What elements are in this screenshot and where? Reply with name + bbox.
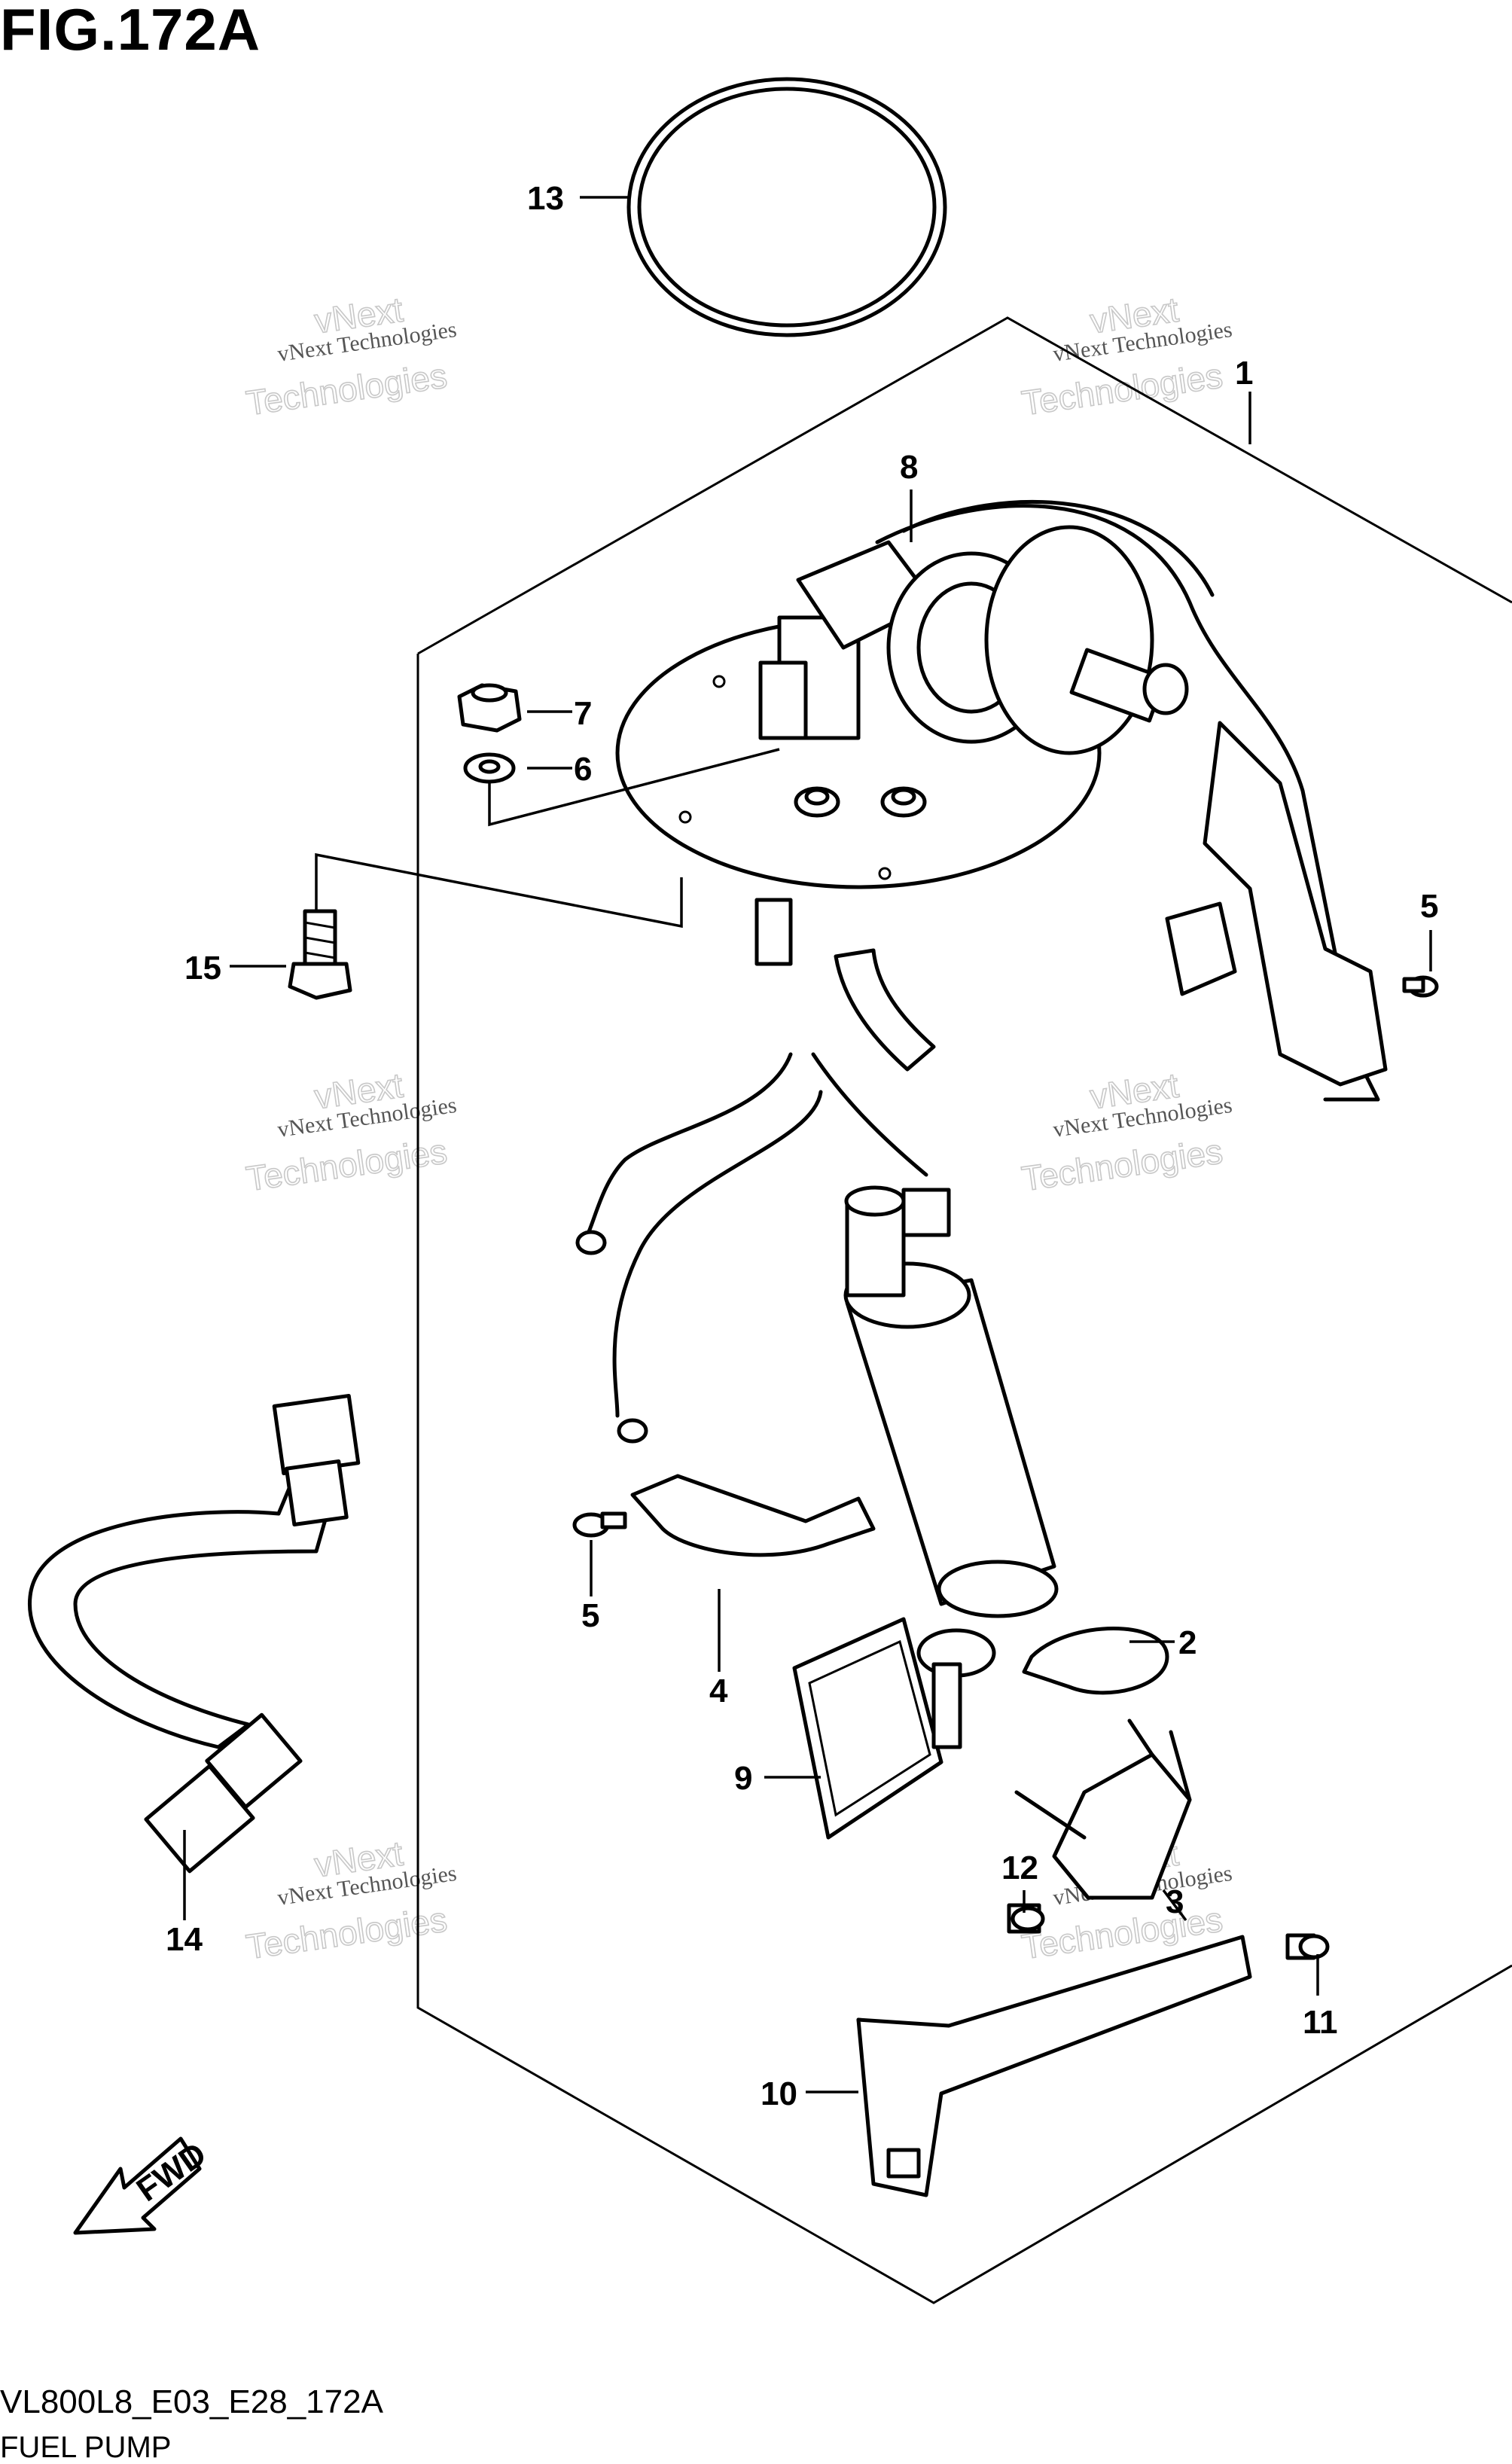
screw-right bbox=[1402, 975, 1439, 998]
callout-9: 9 bbox=[734, 1760, 752, 1797]
gasket-ring bbox=[626, 77, 947, 337]
strainer-guard bbox=[856, 1935, 1252, 2197]
figure-title: FIG.172A bbox=[0, 0, 261, 63]
assembly-frame bbox=[416, 316, 1512, 2304]
pump-flange-plate bbox=[615, 525, 1189, 1072]
callout-11: 11 bbox=[1303, 2004, 1338, 2041]
sender-bolt bbox=[1007, 1903, 1045, 1934]
watermark: vNext Technologies vNext Technologies bbox=[243, 1833, 459, 1967]
callout-labels: 13 1 8 7 6 15 5 5 4 2 9 12 3 11 14 10 bbox=[166, 180, 1438, 2112]
callout-1: 1 bbox=[1235, 355, 1253, 392]
level-sender-plate bbox=[1014, 1718, 1192, 1900]
pump-clamp bbox=[630, 1474, 876, 1557]
callout-14: 14 bbox=[166, 1921, 203, 1958]
fwd-direction-arrow: FWD bbox=[73, 2136, 213, 2235]
watermark: vNext Technologies vNext Technologies bbox=[243, 1065, 459, 1199]
callout-8: 8 bbox=[900, 449, 918, 486]
callout-13: 13 bbox=[527, 180, 564, 217]
callout-2: 2 bbox=[1178, 1624, 1196, 1661]
callout-12: 12 bbox=[1001, 1850, 1038, 1886]
figure-code: VL800L8_E03_E28_172A bbox=[0, 2383, 383, 2420]
svg-text:Technologies: Technologies bbox=[1020, 1131, 1225, 1198]
callout-10: 10 bbox=[761, 2075, 797, 2112]
callout-7: 7 bbox=[574, 695, 592, 732]
fuel-filter bbox=[792, 1617, 996, 1840]
leader-bolt bbox=[315, 852, 683, 929]
svg-text:Technologies: Technologies bbox=[1020, 355, 1225, 422]
leader-washer bbox=[488, 748, 780, 827]
fuel-hose bbox=[28, 1393, 361, 1874]
watermark: vNext Technologies vNext Technologies bbox=[1019, 1065, 1234, 1199]
callout-5-right: 5 bbox=[1420, 888, 1438, 925]
callout-3: 3 bbox=[1166, 1883, 1184, 1920]
pump-bracket bbox=[875, 499, 1388, 1102]
nut bbox=[457, 683, 522, 733]
callout-15: 15 bbox=[184, 950, 221, 987]
callout-6: 6 bbox=[574, 751, 592, 788]
bracket-bolt bbox=[1285, 1933, 1330, 1960]
flange-bolt bbox=[288, 909, 352, 1000]
washer bbox=[463, 752, 516, 784]
watermark: vNext Technologies vNext Technologies bbox=[243, 289, 459, 423]
screw-left bbox=[572, 1511, 627, 1538]
callout-5-left: 5 bbox=[581, 1597, 599, 1634]
filter-retainer bbox=[1022, 1627, 1169, 1695]
fuel-pump-motor bbox=[843, 1185, 1059, 1618]
figure-name: FUEL PUMP bbox=[0, 2431, 172, 2464]
watermark: vNext Technologies vNext Technologies bbox=[1019, 289, 1234, 423]
svg-text:Technologies: Technologies bbox=[244, 355, 450, 422]
wire-harness bbox=[575, 1052, 928, 1444]
callout-4: 4 bbox=[709, 1673, 728, 1709]
